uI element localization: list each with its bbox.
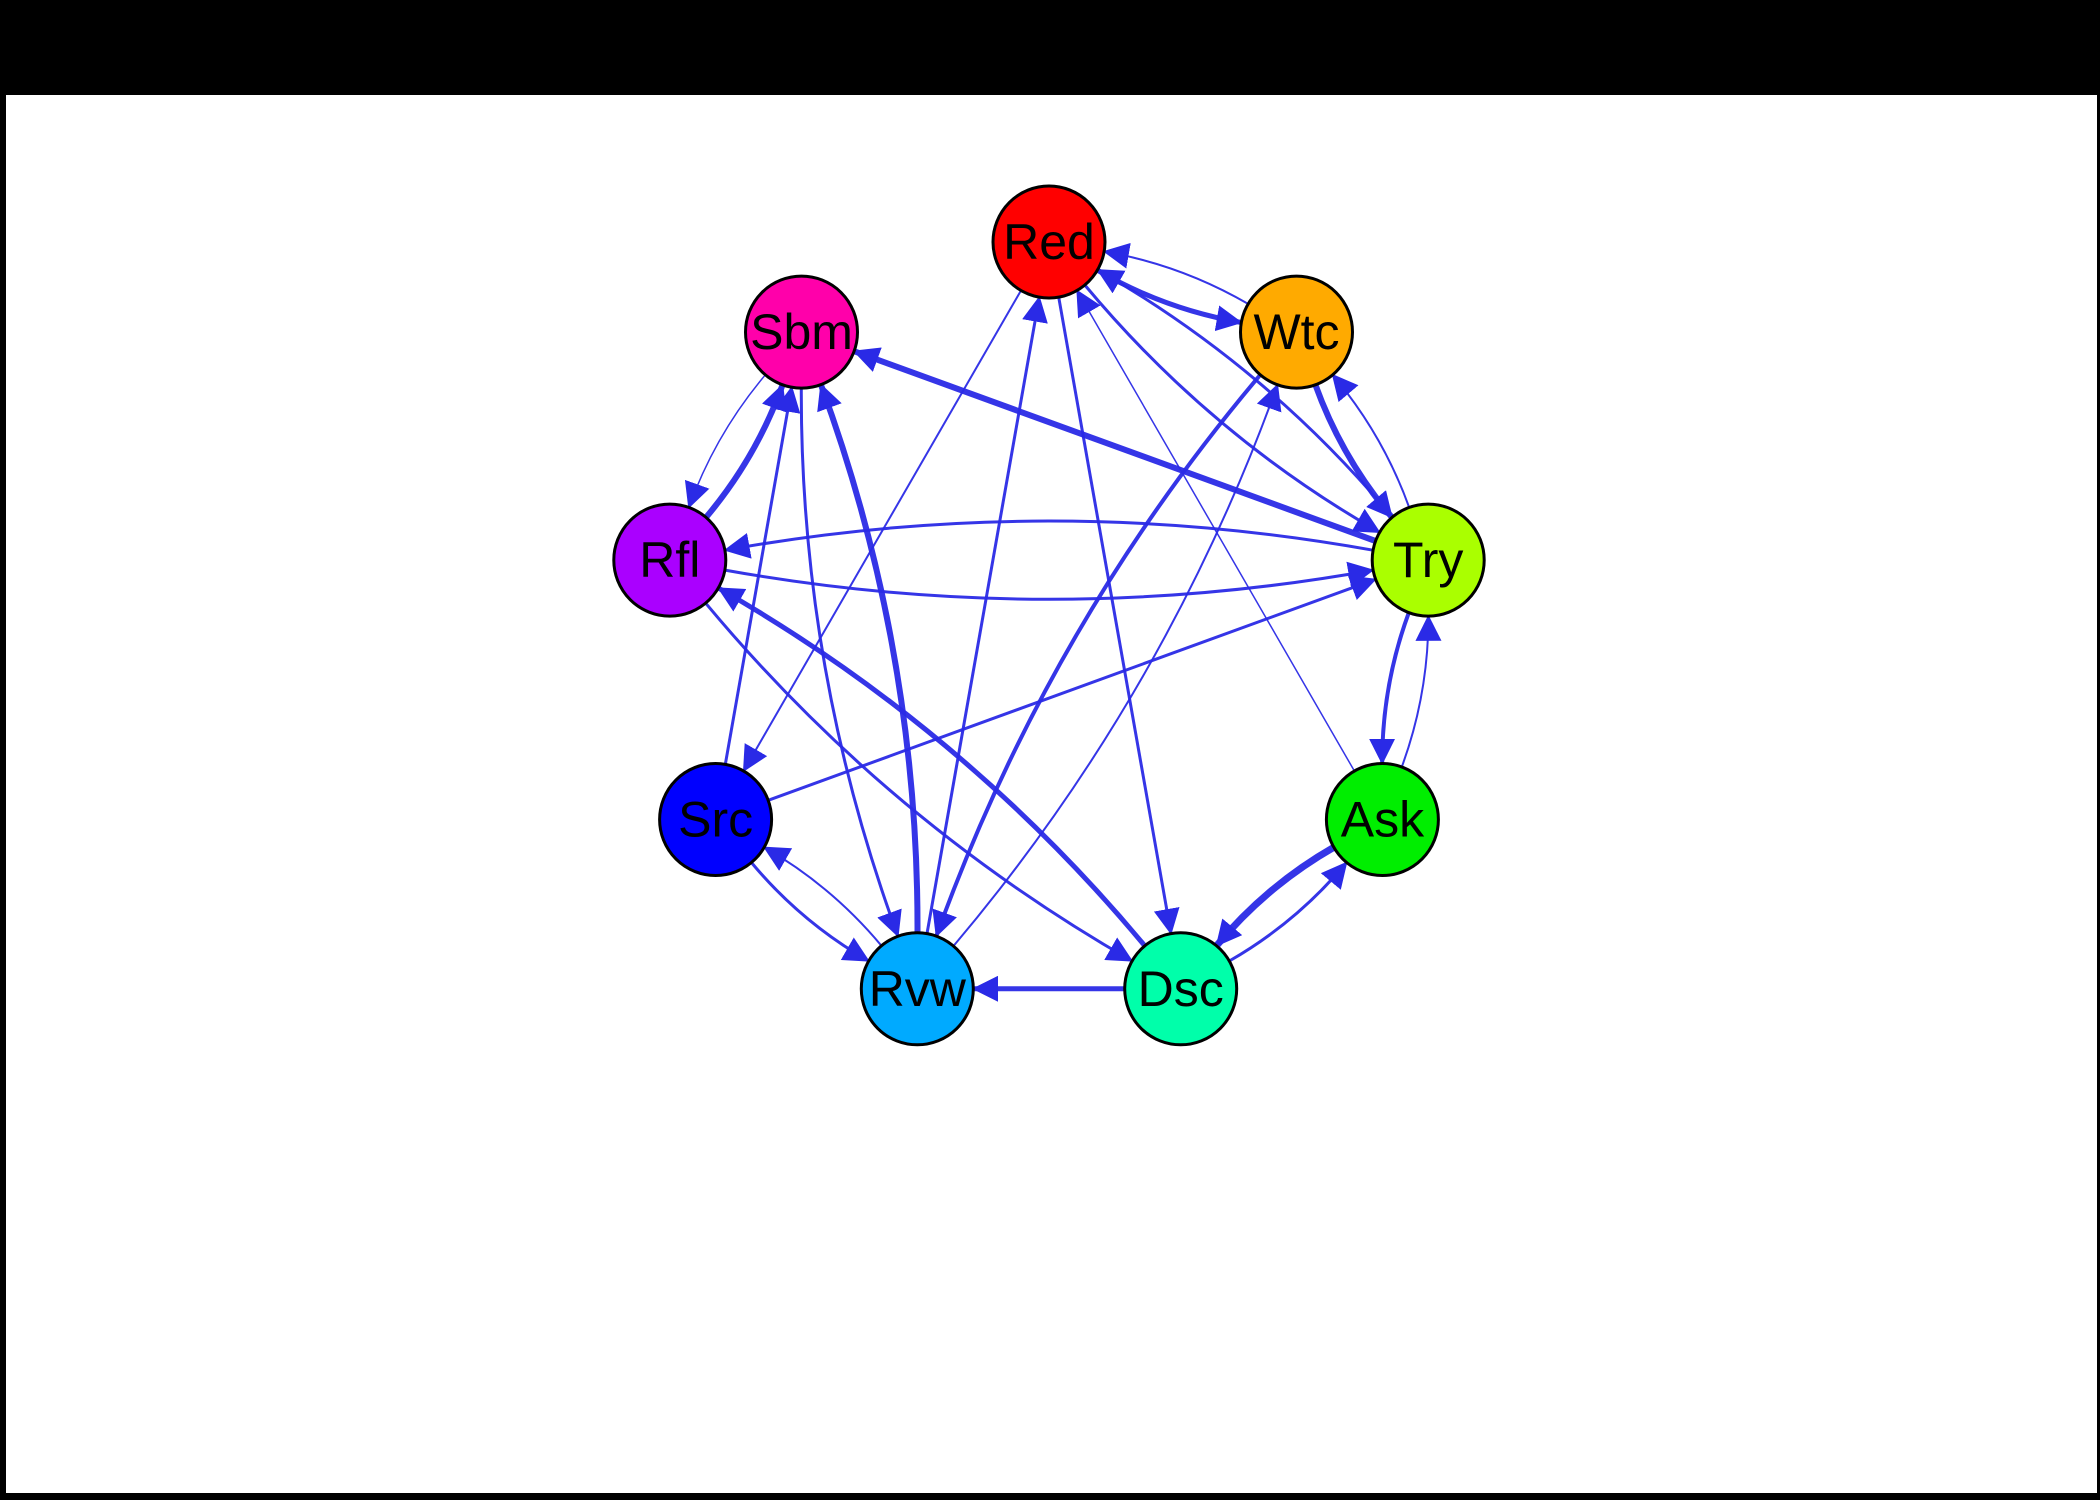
edge-dsc-to-rfl — [717, 585, 1147, 948]
edge-dsc-to-ask — [1228, 861, 1348, 963]
node-circle-dsc — [1123, 931, 1239, 1047]
edge-wtc-to-red — [1102, 242, 1249, 305]
node-label-ask: Ask — [1341, 792, 1425, 848]
edge-rfl-to-dsc — [704, 602, 1134, 963]
edge-rfl-to-sbm — [703, 383, 787, 520]
node-circle-wtc — [1239, 274, 1354, 390]
node-label-red: Red — [1003, 214, 1095, 270]
node-label-dsc: Dsc — [1138, 961, 1224, 1017]
edge-rvw-to-red — [925, 295, 1048, 934]
node-wtc: Wtc — [1239, 274, 1354, 390]
edge-rvw-to-src — [763, 846, 883, 947]
edge-try-to-sbm — [852, 347, 1377, 544]
node-circle-red — [991, 184, 1107, 300]
node-label-src: Src — [678, 792, 753, 848]
node-red: Red — [991, 184, 1107, 300]
node-circle-rfl — [612, 502, 728, 618]
edge-rfl-to-try — [724, 561, 1375, 601]
node-try: Try — [1370, 502, 1486, 618]
node-circle-ask — [1324, 762, 1440, 877]
edge-try-to-ask — [1369, 612, 1411, 765]
edge-red-to-src — [742, 290, 1022, 773]
edge-try-to-wtc — [1331, 373, 1411, 508]
edge-sbm-to-rvw — [799, 388, 902, 938]
node-rfl: Rfl — [612, 502, 728, 618]
node-label-rvw: Rvw — [869, 961, 967, 1017]
node-rvw: Rvw — [859, 931, 975, 1047]
node-label-wtc: Wtc — [1253, 304, 1339, 360]
node-label-rfl: Rfl — [639, 532, 700, 588]
edge-rvw-to-wtc — [952, 383, 1282, 947]
node-circle-src — [658, 762, 774, 877]
node-circle-rvw — [859, 931, 975, 1047]
node-sbm: Sbm — [744, 274, 859, 390]
edge-src-to-sbm — [723, 385, 801, 765]
edge-red-to-dsc — [1057, 296, 1180, 935]
edge-sbm-to-rfl — [684, 374, 766, 509]
node-circle-try — [1370, 502, 1486, 618]
edge-src-to-try — [767, 575, 1377, 802]
node-dsc: Dsc — [1123, 931, 1239, 1047]
node-circle-sbm — [744, 274, 859, 390]
edge-wtc-to-try — [1312, 383, 1395, 520]
node-src: Src — [658, 762, 774, 877]
edge-try-to-rfl — [723, 519, 1374, 559]
edges-layer — [684, 242, 1442, 1002]
node-ask: Ask — [1324, 762, 1440, 877]
top-black-band — [0, 0, 2100, 95]
node-label-try: Try — [1393, 532, 1463, 588]
edge-rvw-to-sbm — [817, 383, 921, 933]
node-label-sbm: Sbm — [750, 304, 853, 360]
edge-ask-to-dsc — [1213, 844, 1336, 949]
edge-src-to-rvw — [750, 861, 870, 963]
edge-ask-to-try — [1400, 614, 1442, 768]
edge-ask-to-red — [1076, 289, 1356, 772]
edge-wtc-to-rvw — [932, 373, 1262, 938]
